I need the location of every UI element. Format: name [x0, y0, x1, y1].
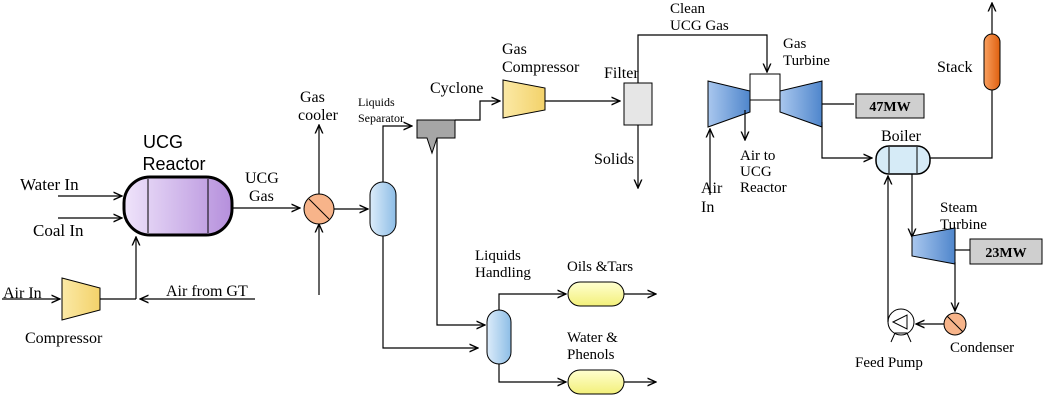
gt-combustor — [749, 73, 781, 101]
ucg-gas-label-line1: UCG — [245, 170, 279, 187]
feed-pump-base — [890, 332, 912, 343]
separator-to-cyclone-line — [382, 126, 412, 182]
gas-cooler-label-line1: Gas — [300, 89, 325, 106]
air-to-reactor-label-line2: UCG — [740, 164, 772, 180]
clean-gas-line — [637, 34, 767, 83]
steam-turbine-label-line1: Steam — [940, 200, 978, 216]
solids-label: Solids — [594, 151, 634, 168]
liquids-handling-vessel — [486, 309, 512, 365]
gt-air-in-label-line1: Air — [701, 180, 723, 197]
gas-cooler-slash — [308, 198, 330, 220]
gt-exhaust-to-boiler-line — [821, 122, 872, 158]
steam-turbine — [911, 227, 956, 265]
air-to-reactor-label-line3: Reactor — [740, 180, 787, 196]
gas-compressor-label-line2: Compressor — [502, 59, 580, 76]
boiler-to-stack-line — [930, 90, 993, 159]
liquids-handling-label-line1: Liquids — [475, 248, 521, 264]
gas-cooler-label-line2: cooler — [298, 107, 339, 124]
gt-turbine-section — [779, 80, 823, 128]
liquids-separator — [369, 181, 397, 237]
stack-label: Stack — [937, 59, 973, 76]
stack — [983, 33, 1001, 91]
boiler — [875, 145, 931, 175]
st-power-box — [969, 238, 1043, 265]
reactor-title-line1: UCG — [143, 132, 183, 152]
st-power-label: 23MW — [985, 246, 1026, 261]
gt-power-box — [855, 93, 925, 119]
gas-turbine-label-line2: Turbine — [783, 53, 830, 69]
water-phenols-label-line2: Phenols — [567, 347, 615, 363]
oils-tars-tank — [567, 281, 625, 307]
feed-pump-label: Feed Pump — [855, 355, 923, 371]
coal-in-label: Coal In — [33, 221, 84, 240]
cyclone-label: Cyclone — [430, 80, 483, 97]
oils-tars-label: Oils &Tars — [567, 259, 633, 275]
gas-compressor — [502, 79, 546, 119]
water-in-label: Water In — [20, 175, 79, 194]
gt-air-in-label-line2: In — [701, 199, 714, 216]
to-water-phenols-line — [498, 364, 566, 382]
water-phenols-tank — [567, 369, 625, 395]
ucg-reactor — [122, 175, 234, 237]
liquids-separator-label-line2: Separator — [358, 111, 404, 125]
gt-power-label: 47MW — [869, 100, 910, 115]
gt-compressor-section — [707, 80, 751, 128]
ucg-gas-label-line2: Gas — [249, 188, 274, 205]
reactor-title-line2: Reactor — [142, 154, 205, 174]
clean-gas-label-line2: UCG Gas — [670, 18, 729, 34]
air-in-label: Air In — [3, 285, 42, 302]
liquids-handling-label-line2: Handling — [475, 265, 531, 281]
condenser-label: Condenser — [950, 340, 1014, 356]
air-from-gt-label: Air from GT — [166, 283, 248, 300]
air-compressor — [61, 277, 101, 321]
filter — [623, 82, 653, 126]
compressor-label: Compressor — [25, 330, 103, 347]
liquids-separator-label-line1: Liquids — [358, 95, 395, 109]
cyclone-to-gas-compressor-line — [455, 101, 500, 121]
separator-liquids-line — [382, 236, 478, 348]
gas-turbine-label-line1: Gas — [783, 36, 806, 52]
water-phenols-label-line1: Water & — [567, 330, 618, 346]
cyclone-liquids-line — [436, 138, 485, 325]
cyclone — [416, 119, 456, 155]
boiler-label: Boiler — [881, 128, 922, 145]
clean-gas-label-line1: Clean — [670, 1, 705, 17]
condenser-slash — [946, 315, 964, 333]
filter-label: Filter — [604, 65, 639, 82]
to-oils-tars-line — [498, 294, 566, 310]
gas-compressor-label-line1: Gas — [502, 41, 527, 58]
air-to-reactor-label-line1: Air to — [740, 148, 775, 164]
feed-pump-symbol — [891, 314, 908, 330]
